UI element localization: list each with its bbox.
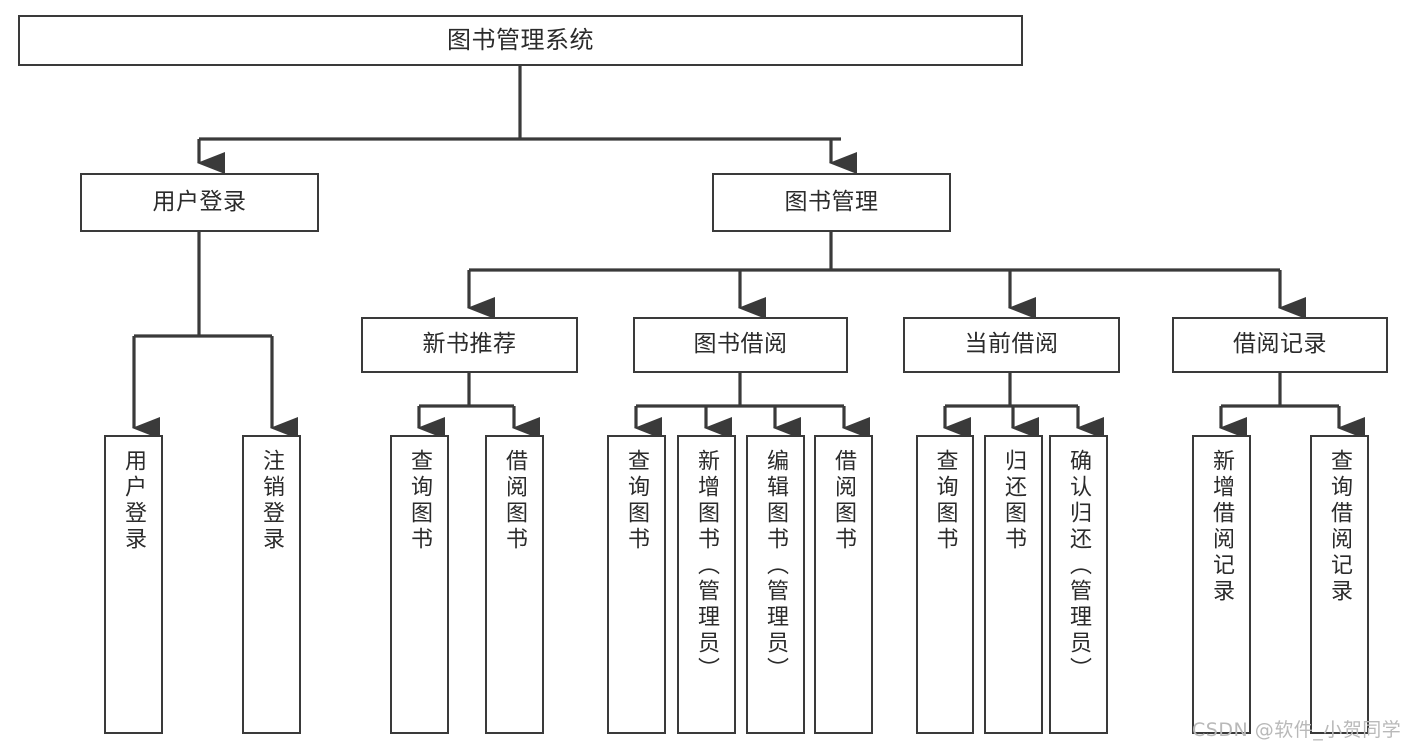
leaf-query-book-borrow[interactable]: 查询图书	[607, 435, 666, 734]
leaf-user-login[interactable]: 用户登录	[104, 435, 163, 734]
leaf-borrow-book[interactable]: 借阅图书	[814, 435, 873, 734]
node-user-login[interactable]: 用户登录	[80, 173, 319, 232]
leaf-label: 借阅图书	[831, 449, 857, 553]
node-label: 图书借阅	[693, 331, 788, 358]
node-root-system[interactable]: 图书管理系统	[18, 15, 1023, 66]
leaf-query-borrow-record[interactable]: 查询借阅记录	[1310, 435, 1369, 734]
leaf-borrow-book-recommend[interactable]: 借阅图书	[485, 435, 544, 734]
node-current-borrow[interactable]: 当前借阅	[903, 317, 1120, 373]
leaf-label: 查询图书	[932, 449, 958, 553]
leaf-label: 查询借阅记录	[1327, 449, 1353, 605]
leaf-label: 用户登录	[121, 449, 147, 553]
leaf-label: 注销登录	[259, 449, 285, 553]
leaf-add-book-admin[interactable]: 新增图书（管理员）	[677, 435, 736, 734]
leaf-label: 编辑图书（管理员）	[763, 449, 789, 683]
csdn-watermark: CSDN @软件_小贺同学	[1192, 719, 1402, 741]
node-label: 用户登录	[152, 188, 247, 215]
node-label: 当前借阅	[964, 331, 1059, 358]
leaf-add-borrow-record[interactable]: 新增借阅记录	[1192, 435, 1251, 734]
node-label: 图书管理	[784, 188, 879, 215]
node-book-management[interactable]: 图书管理	[712, 173, 951, 232]
leaf-confirm-return-admin[interactable]: 确认归还（管理员）	[1049, 435, 1108, 734]
node-label: 图书管理系统	[447, 26, 594, 55]
leaf-label: 归还图书	[1001, 449, 1027, 553]
leaf-label: 借阅图书	[502, 449, 528, 553]
leaf-edit-book-admin[interactable]: 编辑图书（管理员）	[746, 435, 805, 734]
leaf-return-book[interactable]: 归还图书	[984, 435, 1043, 734]
leaf-logout-login[interactable]: 注销登录	[242, 435, 301, 734]
node-label: 新书推荐	[422, 331, 517, 358]
leaf-label: 查询图书	[407, 449, 433, 553]
node-book-borrow[interactable]: 图书借阅	[633, 317, 848, 373]
leaf-query-book-recommend[interactable]: 查询图书	[390, 435, 449, 734]
leaf-query-book-current[interactable]: 查询图书	[916, 435, 974, 734]
leaf-label: 新增借阅记录	[1209, 449, 1235, 605]
leaf-label: 确认归还（管理员）	[1066, 449, 1092, 683]
node-borrow-record[interactable]: 借阅记录	[1172, 317, 1388, 373]
leaf-label: 新增图书（管理员）	[694, 449, 720, 683]
leaf-label: 查询图书	[624, 449, 650, 553]
node-label: 借阅记录	[1233, 331, 1327, 358]
node-new-book-recommend[interactable]: 新书推荐	[361, 317, 578, 373]
